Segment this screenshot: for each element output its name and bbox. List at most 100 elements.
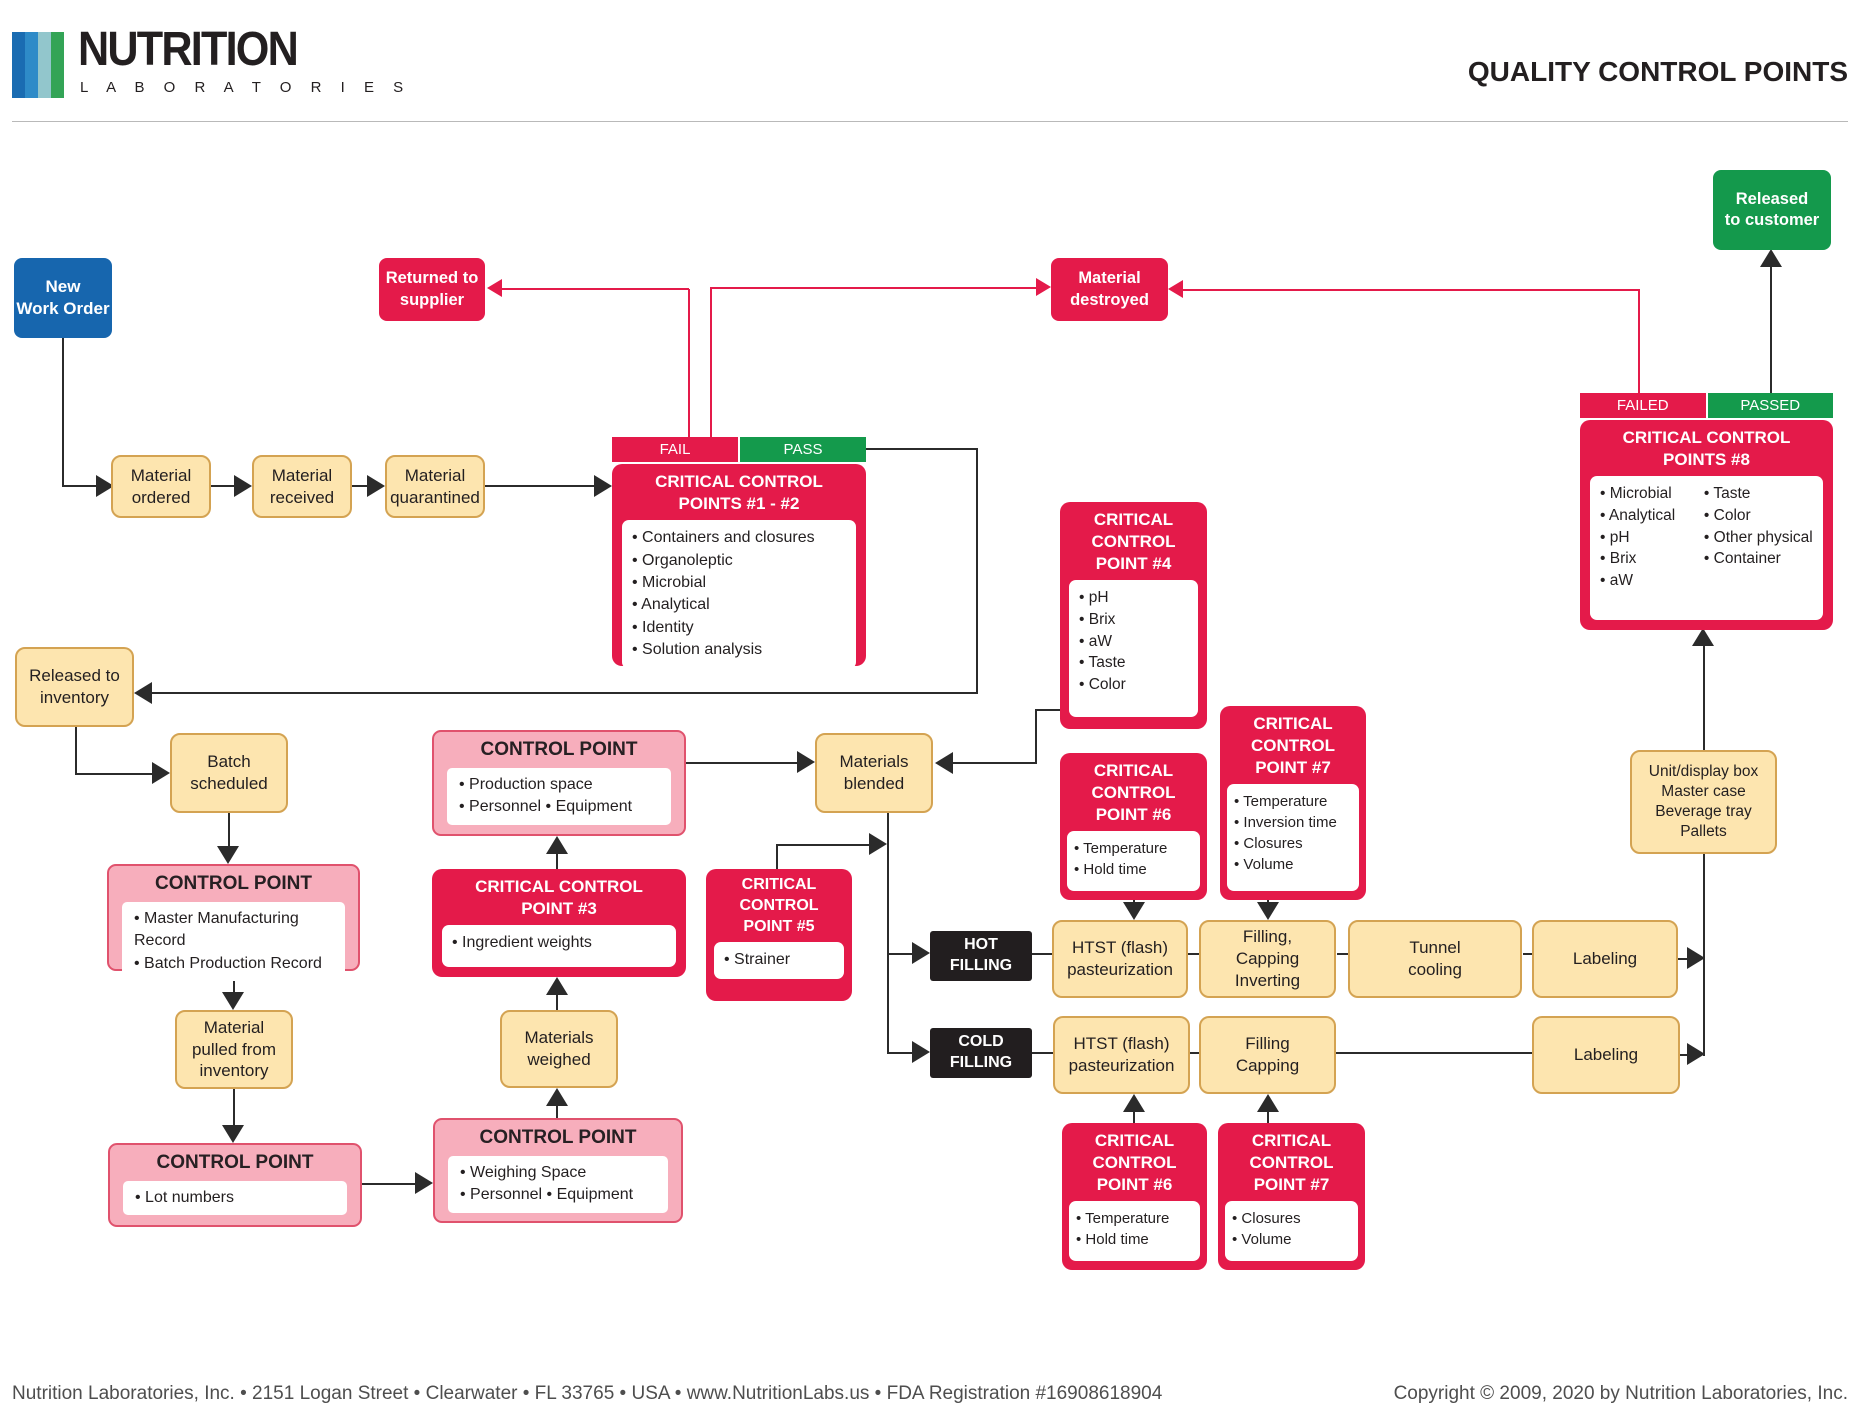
logo-bar-3 bbox=[38, 32, 51, 98]
arrowhead bbox=[134, 682, 152, 704]
node-ccp-3: CRITICAL CONTROL POINT #3 Ingredient wei… bbox=[432, 869, 686, 977]
connector bbox=[866, 448, 978, 450]
checklist-item: Containers and closures bbox=[632, 527, 852, 549]
node-control-point-manufacturing: CONTROL POINT Master Manufacturing Recor… bbox=[107, 864, 360, 981]
ccp-checklist: Temperature Inversion time Closures Volu… bbox=[1227, 784, 1359, 891]
checklist-item: Solution analysis bbox=[632, 639, 852, 661]
arrowhead bbox=[1687, 947, 1705, 969]
connector bbox=[233, 1088, 235, 1127]
node-hot-filling: HOT FILLING bbox=[930, 931, 1032, 981]
arrowhead bbox=[546, 836, 568, 854]
connector bbox=[556, 1104, 558, 1118]
header-divider bbox=[12, 121, 1848, 122]
connector bbox=[62, 338, 64, 486]
checklist-item: Brix bbox=[1600, 548, 1696, 570]
arrowhead bbox=[1760, 249, 1782, 267]
arrowhead bbox=[935, 752, 953, 774]
connector bbox=[887, 813, 889, 1054]
checklist-item: Microbial bbox=[632, 572, 852, 594]
arrowhead bbox=[869, 833, 887, 855]
connector bbox=[75, 773, 154, 775]
node-ccp-1-2: CRITICAL CONTROL POINTS #1 - #2 Containe… bbox=[612, 464, 866, 669]
checklist-item: Ingredient weights bbox=[452, 932, 672, 954]
connector bbox=[1188, 953, 1199, 955]
checklist-item: Analytical bbox=[632, 594, 852, 616]
arrowhead bbox=[222, 992, 244, 1010]
node-material-destroyed: Material destroyed bbox=[1051, 258, 1168, 321]
connector bbox=[556, 993, 558, 1010]
connector bbox=[776, 844, 872, 846]
connector bbox=[1337, 953, 1348, 955]
arrowhead bbox=[1123, 1094, 1145, 1112]
checklist-item: aW bbox=[1600, 570, 1696, 592]
connector bbox=[152, 692, 978, 694]
node-returned-to-supplier: Returned to supplier bbox=[379, 258, 485, 321]
checklist-item: Organoleptic bbox=[632, 550, 852, 572]
arrowhead bbox=[234, 475, 252, 497]
connector bbox=[1336, 1052, 1532, 1054]
connector bbox=[1680, 1054, 1689, 1056]
connector bbox=[485, 485, 596, 487]
ccp-title: CRITICAL CONTROL POINT #5 bbox=[739, 876, 819, 935]
cp-checklist: Weighing Space Personnel • Equipment bbox=[448, 1155, 668, 1213]
checklist-item: Microbial bbox=[1600, 483, 1696, 505]
connector bbox=[887, 953, 914, 955]
page-title: QUALITY CONTROL POINTS bbox=[1467, 56, 1848, 87]
node-material-pulled: Material pulled from inventory bbox=[175, 1010, 293, 1089]
connector bbox=[1267, 1110, 1269, 1123]
node-ccp-4: CRITICAL CONTROL POINT #4 pH Brix aW Tas… bbox=[1060, 502, 1207, 729]
fail-arrowhead bbox=[487, 279, 502, 297]
connector bbox=[951, 762, 1037, 764]
checklist-item: Temperature bbox=[1074, 838, 1196, 859]
node-ccp-7-blend: CRITICAL CONTROL POINT #7 Temperature In… bbox=[1220, 706, 1366, 900]
connector bbox=[352, 485, 369, 487]
ccp-checklist: Ingredient weights bbox=[442, 925, 676, 967]
node-filling-capping-inverting: Filling, Capping Inverting bbox=[1199, 920, 1336, 998]
checklist-item: Inversion time bbox=[1234, 812, 1355, 833]
checklist-item: aW bbox=[1079, 631, 1194, 653]
cp-title: CONTROL POINT bbox=[479, 1127, 637, 1148]
connector bbox=[1032, 1052, 1053, 1054]
arrowhead bbox=[546, 1088, 568, 1106]
checklist-item: Batch Production Record bbox=[134, 953, 339, 975]
fail-connector bbox=[1638, 290, 1640, 393]
checklist-item: Personnel • Equipment bbox=[460, 1184, 662, 1206]
cp-title: CONTROL POINT bbox=[480, 739, 638, 760]
checklist-item: pH bbox=[1079, 587, 1194, 609]
checklist-item: Color bbox=[1704, 505, 1819, 527]
connector bbox=[1678, 958, 1689, 960]
arrowhead bbox=[912, 1041, 930, 1063]
checklist-item: Taste bbox=[1704, 483, 1819, 505]
ccp-title: CRITICAL CONTROL POINTS #8 bbox=[1622, 428, 1791, 470]
node-htst-cold: HTST (flash) pasteurization bbox=[1053, 1016, 1190, 1094]
fail-connector bbox=[688, 289, 690, 437]
node-unit-display-box: Unit/display box Master case Beverage tr… bbox=[1630, 750, 1777, 854]
logo-bar-2 bbox=[25, 32, 38, 98]
ccp-checklist: Containers and closures Organoleptic Mic… bbox=[622, 520, 856, 669]
connector bbox=[976, 448, 978, 694]
arrowhead bbox=[152, 762, 170, 784]
arrowhead bbox=[222, 1125, 244, 1143]
checklist-item: Personnel • Equipment bbox=[459, 796, 665, 818]
arrowhead bbox=[1257, 902, 1279, 920]
cp-title: CONTROL POINT bbox=[156, 1152, 314, 1173]
fail-connector bbox=[1182, 289, 1640, 291]
footer-copyright: Copyright © 2009, 2020 by Nutrition Labo… bbox=[1393, 1383, 1848, 1404]
connector bbox=[62, 485, 98, 487]
arrowhead bbox=[1687, 1043, 1705, 1065]
checklist-item: Taste bbox=[1079, 652, 1194, 674]
pass-label: PASS bbox=[740, 437, 866, 462]
node-control-point-lot: CONTROL POINT Lot numbers bbox=[108, 1143, 362, 1227]
connector bbox=[686, 762, 799, 764]
connector bbox=[1523, 953, 1532, 955]
node-materials-blended: Materials blended bbox=[815, 733, 933, 813]
arrowhead bbox=[217, 846, 239, 864]
node-ccp-7-fill: CRITICAL CONTROL POINT #7 Closures Volum… bbox=[1218, 1123, 1365, 1270]
checklist-item: Color bbox=[1079, 674, 1194, 696]
cp-checklist: Master Manufacturing Record Batch Produc… bbox=[122, 901, 345, 981]
arrowhead bbox=[415, 1172, 433, 1194]
ccp-title: CRITICAL CONTROL POINT #4 bbox=[1091, 510, 1176, 574]
connector bbox=[75, 727, 77, 775]
footer-address: Nutrition Laboratories, Inc. • 2151 Loga… bbox=[12, 1383, 1163, 1404]
node-ccp-8: CRITICAL CONTROL POINTS #8 Microbial Ana… bbox=[1580, 420, 1833, 630]
